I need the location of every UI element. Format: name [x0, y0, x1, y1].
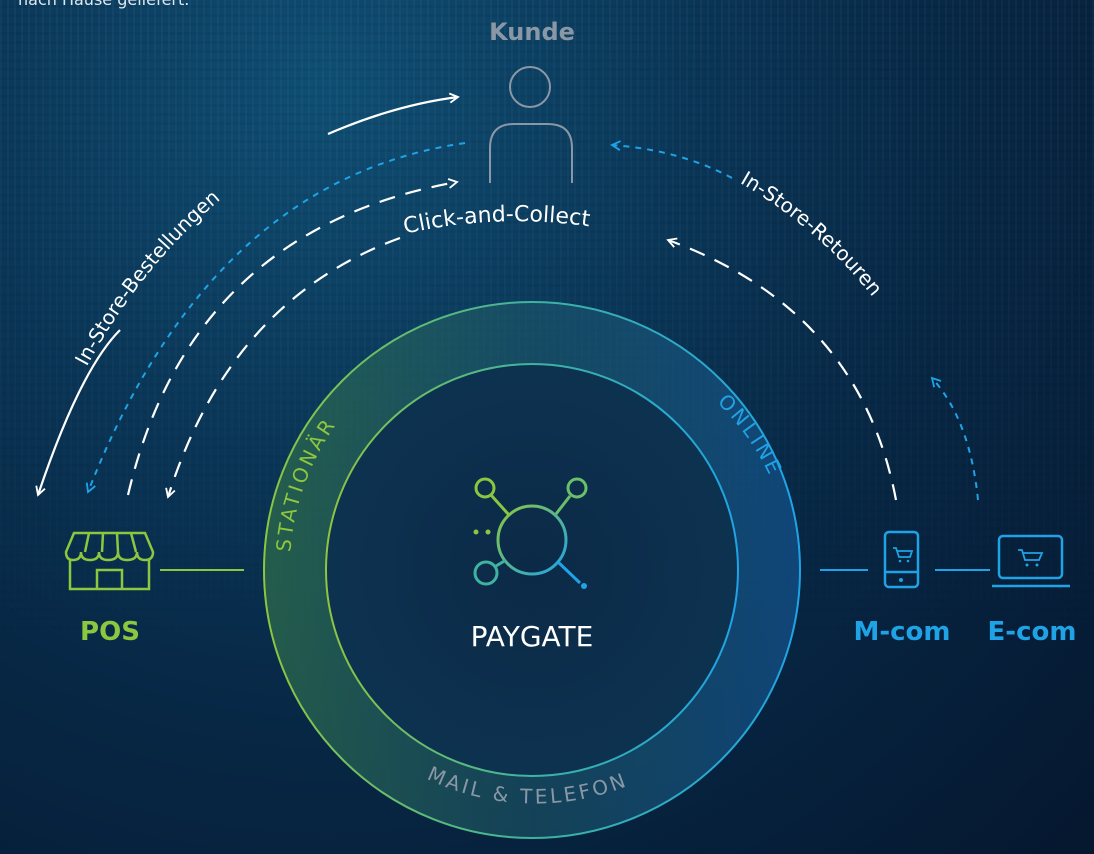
flow-label-click-collect: Click-and-Collect [401, 202, 592, 240]
mcom-to-kunde-dashed-arrow [668, 240, 898, 501]
kunde-label: Kunde [489, 18, 575, 46]
bestellung-arrow-right [327, 97, 458, 136]
pos-label: POS [80, 617, 140, 647]
center-label: PAYGATE [471, 620, 594, 653]
click-collect-arrow-upper [126, 182, 457, 496]
retouren-arrow-bottom [932, 378, 979, 501]
flow-label-retouren: In-Store-Retouren [737, 166, 888, 300]
store-icon [64, 531, 155, 591]
intro-text: nach Hause geliefert. [18, 0, 189, 9]
flow-label-bestellungen: In-Store-Bestellungen [70, 185, 224, 369]
ecom-label: E-com [988, 617, 1077, 647]
inner-circle [325, 363, 739, 777]
person-icon [489, 66, 573, 183]
mcom-label: M-com [853, 617, 950, 647]
smartphone-cart-icon [883, 530, 920, 589]
bestellung-arrow-left [38, 329, 121, 495]
retouren-arrow-top [612, 145, 733, 179]
click-collect-arrow-lower [168, 236, 401, 497]
laptop-cart-icon [992, 534, 1070, 588]
hub-icon [473, 477, 588, 589]
